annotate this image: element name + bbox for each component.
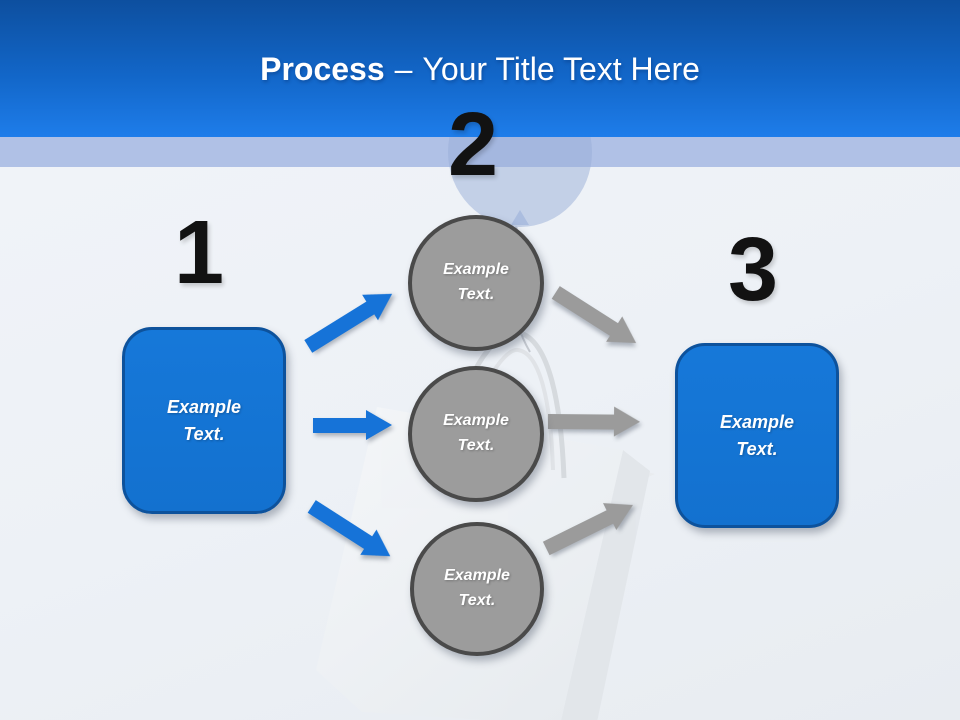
process-box-left: Example Text.: [122, 327, 286, 514]
process-circle-top: Example Text.: [408, 215, 544, 351]
process-box-left-label: Example Text.: [166, 396, 242, 444]
process-circle-bottom: Example Text.: [410, 522, 544, 656]
slide-title: Process–Your Title Text Here: [0, 51, 960, 87]
title-regular: Your Title Text Here: [422, 51, 700, 87]
arrow-gray-middle: [547, 406, 641, 437]
process-box-right: Example Text.: [675, 343, 839, 528]
step-number-1: 1: [173, 203, 225, 303]
process-circle-bottom-label: Example Text.: [444, 567, 510, 609]
arrow-blue-middle: [313, 410, 392, 440]
title-separator: –: [394, 51, 413, 87]
process-box-right-label: Example Text.: [719, 411, 795, 459]
arrow-shaft: [313, 417, 366, 433]
slide-header: Process–Your Title Text Here: [0, 0, 960, 137]
process-circle-middle: Example Text.: [408, 366, 544, 502]
arrow-shaft: [547, 413, 615, 430]
process-circle-middle-label: Example Text.: [443, 412, 509, 454]
title-emphasis: Process: [260, 51, 385, 87]
process-circle-top-label: Example Text.: [443, 261, 509, 303]
arrow-head-icon: [613, 406, 641, 437]
step-number-2: 2: [447, 95, 499, 195]
step-number-3: 3: [727, 220, 779, 320]
arrow-head-icon: [366, 410, 392, 440]
